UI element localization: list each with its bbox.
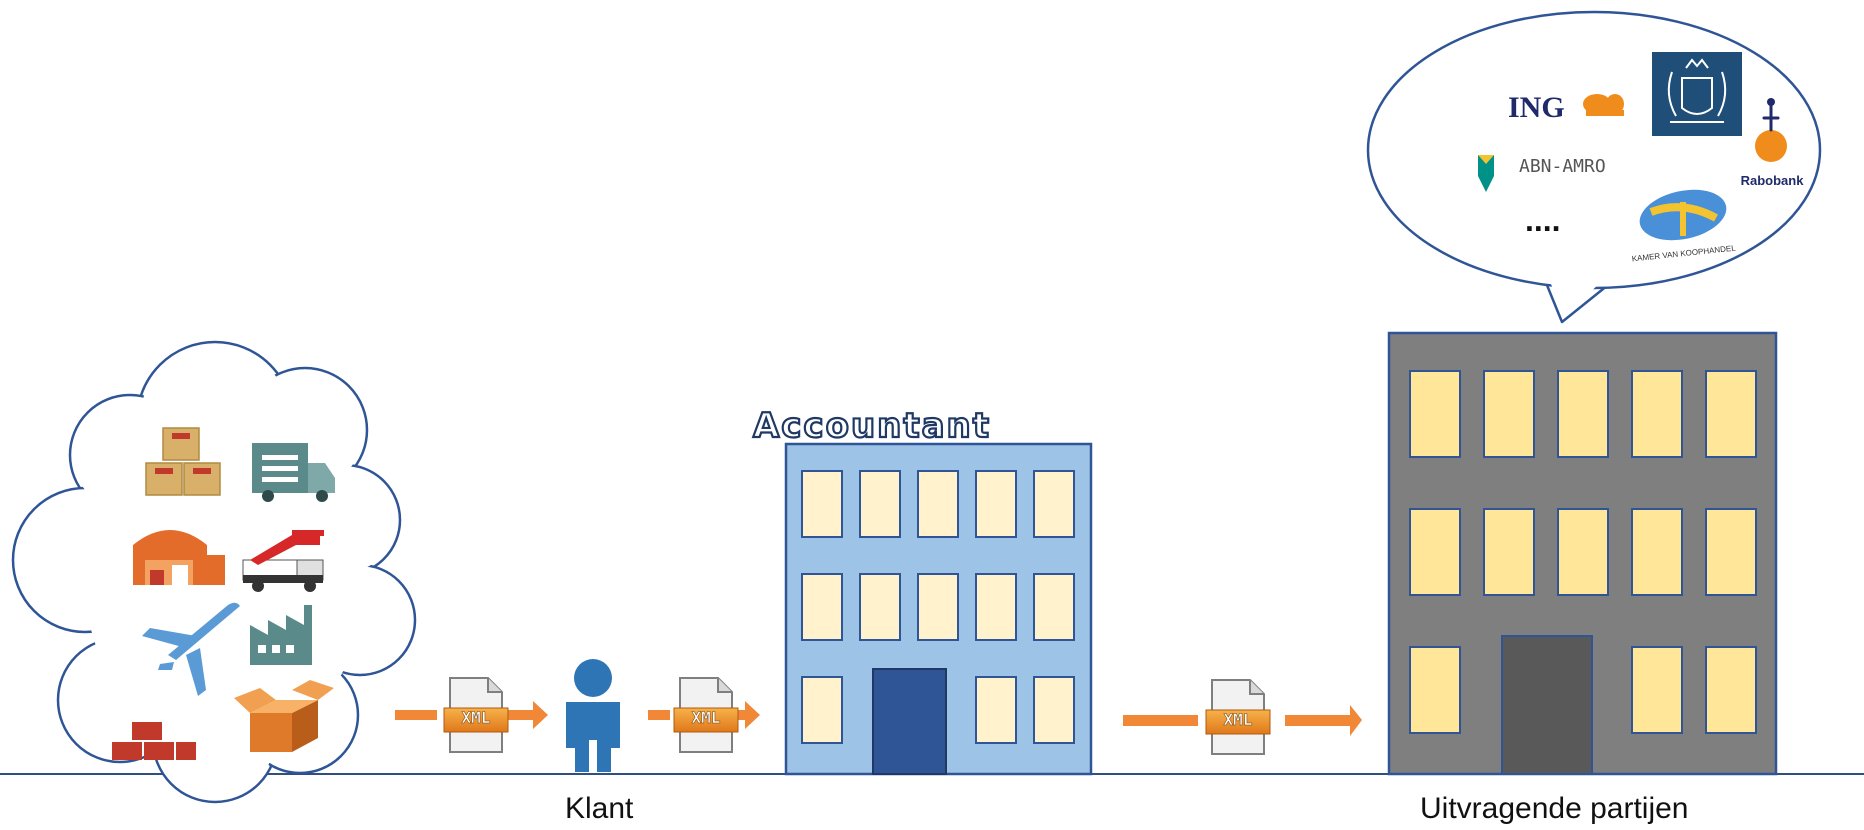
factory-icon	[250, 605, 312, 665]
containers-icon	[112, 722, 196, 760]
boxes-icon	[145, 427, 221, 496]
svg-text:XML: XML	[462, 708, 491, 727]
xml-document-icon: XML	[1205, 679, 1271, 755]
partijen-door	[1501, 635, 1593, 775]
accountant-title: Accountant	[753, 406, 991, 446]
uitvragende-partijen-label: Uitvragende partijen	[1420, 792, 1689, 825]
flow-arrow-klant-to-accountant	[648, 701, 760, 729]
accountant-door	[872, 668, 947, 775]
truck-icon	[252, 443, 335, 502]
ing-logo: ING	[1508, 91, 1624, 124]
svg-text:XML: XML	[1224, 710, 1253, 729]
flow-arrow-accountant-to-partijen	[1123, 705, 1362, 736]
svg-text:ING: ING	[1508, 91, 1565, 124]
svg-text:XML: XML	[692, 708, 721, 727]
ellipsis-text: ....	[1525, 202, 1561, 238]
speech-bubble: ING Rabobank	[1366, 10, 1822, 324]
svg-text:Rabobank: Rabobank	[1741, 173, 1805, 188]
xml-document-icon: XML	[673, 677, 739, 753]
crane-truck-icon	[242, 530, 324, 592]
partijen-building	[1387, 331, 1778, 776]
rabobank-logo: Rabobank	[1741, 98, 1805, 188]
business-cloud	[11, 340, 417, 804]
xml-document-icon: XML	[443, 677, 509, 753]
warehouse-icon	[133, 530, 225, 585]
flow-arrow-cloud-to-klant	[395, 701, 548, 729]
person-icon	[566, 659, 620, 772]
lion-icon	[1583, 94, 1624, 116]
klant-label: Klant	[565, 792, 634, 825]
svg-text:ABN-AMRO: ABN-AMRO	[1519, 156, 1606, 177]
abn-amro-logo: ABN-AMRO	[1478, 155, 1606, 192]
accountant-building: Accountant	[752, 405, 1093, 776]
rijksoverheid-logo	[1652, 52, 1742, 136]
airplane-icon	[142, 602, 240, 696]
open-box-icon	[234, 680, 334, 752]
